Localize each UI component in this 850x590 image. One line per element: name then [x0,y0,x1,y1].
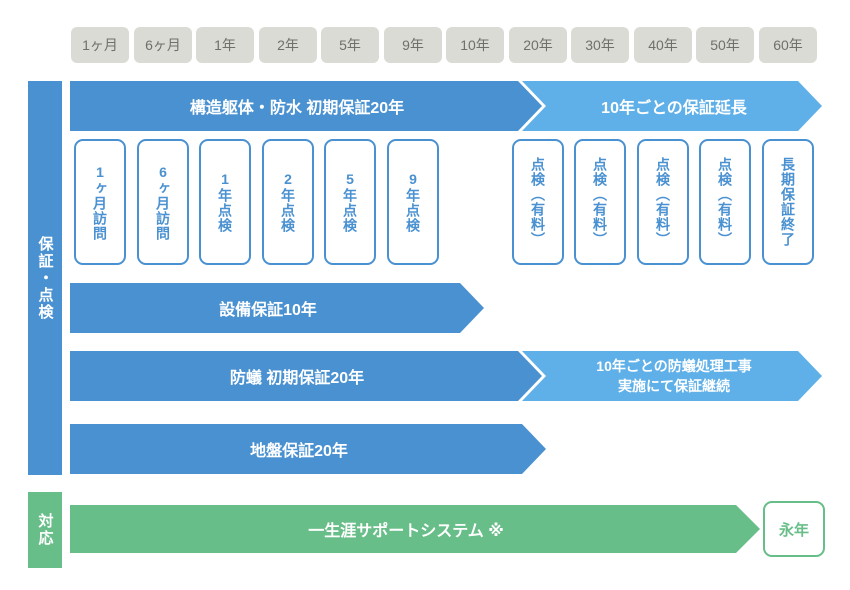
arrow-termite-warranty-label: 防蟻 初期保証20年 [229,370,365,387]
inspection-box-label: 1ヶ月訪問 [92,163,108,241]
sidebar-support: 対応 [28,492,62,568]
arrow-lifetime-support-label: 一生涯サポートシステム ※ [308,523,504,540]
timeline-label: 1年 [196,27,254,63]
arrow-lifetime-support: 一生涯サポートシステム ※ [70,505,760,553]
inspection-box-label: 2年点検 [280,171,296,233]
arrow-equipment-warranty-label: 設備保証10年 [219,302,317,319]
paid-inspection-box: 点検（有料） [574,139,626,265]
sidebar-warranty-label: 保証・点検 [36,235,54,321]
inspection-box: 1ヶ月訪問 [74,139,126,265]
inspection-box: 5年点検 [324,139,376,265]
sidebar-warranty-inspection: 保証・点検 [28,81,62,475]
arrow-termite-extension-line2: 実施にて保証継続 [618,378,730,394]
eternal-box-label: 永年 [778,521,809,539]
arrow-termite-extension-label: 10年ごとの防蟻処理工事実施にて保証継続 [578,356,765,397]
inspection-box: 1年点検 [199,139,251,265]
inspection-box: 6ヶ月訪問 [137,139,189,265]
arrow-ground-warranty: 地盤保証20年 [70,424,546,474]
long-term-warranty-end-box: 長期保証終了 [762,139,814,265]
inspection-box: 2年点検 [262,139,314,265]
paid-inspection-box: 点検（有料） [512,139,564,265]
arrow-ground-warranty-label: 地盤保証20年 [250,443,348,460]
inspection-box: 9年点検 [387,139,439,265]
timeline-label: 1ヶ月 [71,27,129,63]
arrow-warranty-extension-label: 10年ごとの保証延長 [601,100,747,117]
paid-inspection-box-label: 点検（有料） [592,157,608,247]
timeline-label: 30年 [571,27,629,63]
timeline-label: 40年 [634,27,692,63]
timeline-label: 50年 [696,27,754,63]
arrow-equipment-warranty: 設備保証10年 [70,283,484,333]
timeline-label: 10年 [446,27,504,63]
timeline-label: 20年 [509,27,567,63]
arrow-termite-extension: 10年ごとの防蟻処理工事実施にて保証継続 [522,351,822,401]
inspection-box-label: 1年点検 [217,171,233,233]
arrow-structure-warranty: 構造躯体・防水 初期保証20年 [70,81,542,131]
eternal-box: 永年 [763,501,825,557]
arrow-warranty-extension: 10年ごとの保証延長 [522,81,822,131]
long-term-warranty-end-label: 長期保証終了 [780,157,796,247]
paid-inspection-box-label: 点検（有料） [717,157,733,247]
timeline-label: 6ヶ月 [134,27,192,63]
paid-inspection-box: 点検（有料） [637,139,689,265]
arrow-termite-extension-line1: 10年ごとの防蟻処理工事 [596,357,752,374]
inspection-box-label: 9年点検 [405,171,421,233]
inspection-box-label: 6ヶ月訪問 [155,163,171,241]
inspection-box-label: 5年点検 [342,171,358,233]
timeline-label: 2年 [259,27,317,63]
timeline-label: 9年 [384,27,442,63]
timeline-label: 60年 [759,27,817,63]
paid-inspection-box-label: 点検（有料） [530,157,546,247]
arrow-structure-warranty-label: 構造躯体・防水 初期保証20年 [189,100,405,117]
sidebar-support-label: 対応 [36,513,54,547]
timeline-label: 5年 [321,27,379,63]
paid-inspection-box-label: 点検（有料） [655,157,671,247]
paid-inspection-box: 点検（有料） [699,139,751,265]
arrow-termite-warranty: 防蟻 初期保証20年 [70,351,542,401]
